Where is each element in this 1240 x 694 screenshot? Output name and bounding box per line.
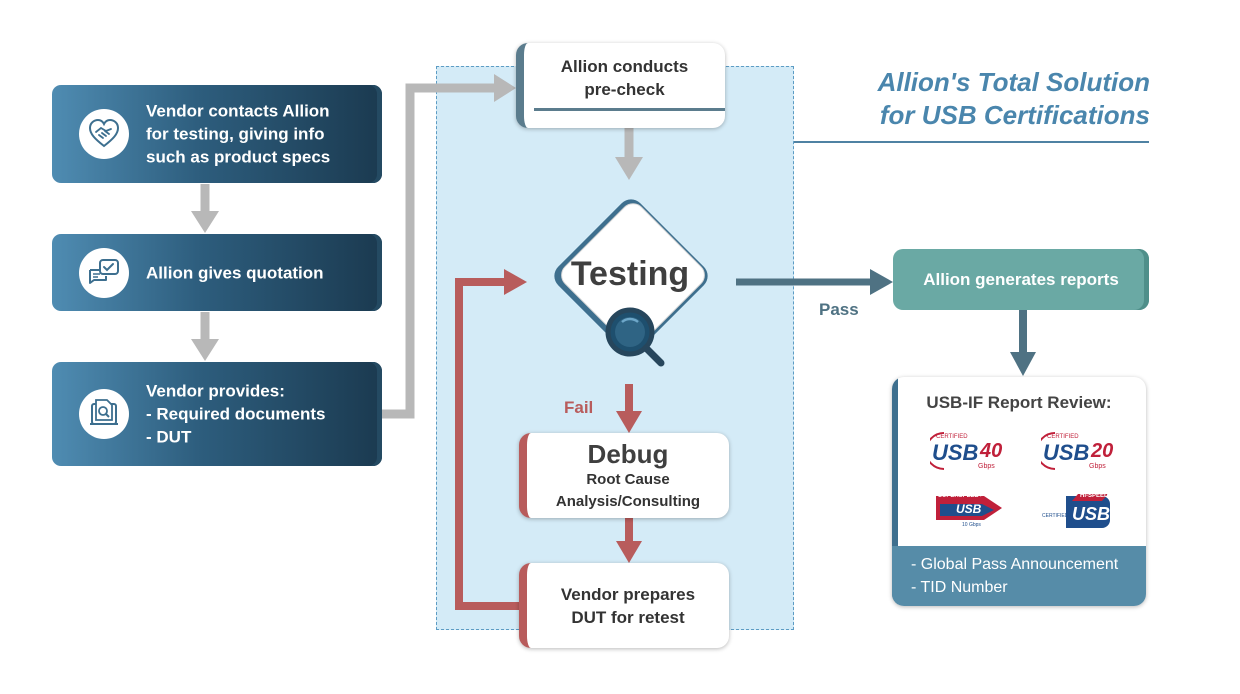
title-underline bbox=[794, 141, 1149, 143]
arrowhead-precheck-to-testing bbox=[615, 157, 643, 180]
arrow-retest-loop bbox=[455, 278, 520, 610]
quotation-label: Allion gives quotation bbox=[146, 263, 324, 282]
title-line-1: Allion's Total Solution bbox=[877, 67, 1150, 97]
arrowhead-retest-loop bbox=[504, 269, 527, 295]
document-search-icon bbox=[79, 389, 129, 439]
pass-label: Pass bbox=[819, 300, 859, 319]
chat-check-icon bbox=[79, 247, 129, 298]
superspeed-unit: 10 Gbps bbox=[962, 522, 981, 528]
vendor-provides-line-1: Vendor provides: bbox=[146, 381, 285, 401]
step-vendor-contacts: Vendor contacts Allion for testing, givi… bbox=[52, 85, 382, 183]
arrowhead-reports-to-review bbox=[1010, 352, 1036, 376]
review-left-accent bbox=[892, 377, 898, 606]
arrowhead-testing-to-debug bbox=[616, 411, 642, 433]
title-line-2: for USB Certifications bbox=[879, 100, 1150, 130]
usb40-num: 40 bbox=[980, 440, 1003, 462]
precheck-divider bbox=[534, 108, 725, 111]
hispeed-usb-logo: HI-SPEED CERTIFIED USB bbox=[1042, 492, 1120, 532]
usb20-top: CERTIFIED bbox=[1047, 434, 1079, 440]
arrowhead-provide-to-precheck bbox=[494, 74, 516, 102]
usb20-num: 20 bbox=[1091, 440, 1114, 462]
step-retest: Vendor prepares DUT for retest bbox=[519, 563, 729, 648]
testing-label: Testing bbox=[570, 255, 690, 293]
superspeed-top: SUPERSPEED+ bbox=[938, 493, 983, 499]
usb20-logo: CERTIFIED USB 20 Gbps bbox=[1036, 429, 1129, 473]
vendor-contacts-line-1: Vendor contacts Allion bbox=[146, 101, 330, 121]
review-item-2: - TID Number bbox=[911, 579, 1008, 596]
usb40-top: CERTIFIED bbox=[936, 434, 968, 440]
arrow-provide-to-precheck bbox=[382, 83, 496, 419]
usb40-unit: Gbps bbox=[978, 463, 995, 470]
hispeed-main: USB bbox=[1072, 504, 1111, 524]
superspeed-main: USB bbox=[956, 502, 982, 516]
precheck-line-1: Allion conducts bbox=[560, 57, 689, 76]
arrowhead-debug-to-retest bbox=[616, 541, 642, 563]
vendor-contacts-line-2: for testing, giving info bbox=[146, 124, 325, 144]
vendor-contacts-line-3: such as product specs bbox=[146, 147, 331, 167]
handshake-icon bbox=[79, 109, 129, 159]
review-footer: - Global Pass Announcement - TID Number bbox=[892, 546, 1146, 606]
magnifier-icon bbox=[605, 307, 665, 367]
diagram-title: Allion's Total Solution for USB Certific… bbox=[800, 66, 1150, 132]
retest-line-1: Vendor prepares bbox=[560, 585, 696, 604]
step-vendor-provides: Vendor provides: - Required documents - … bbox=[52, 362, 382, 466]
review-item-1: - Global Pass Announcement bbox=[911, 556, 1119, 573]
usb40-main: USB bbox=[932, 440, 979, 465]
retest-line-2: DUT for retest bbox=[571, 608, 685, 627]
vendor-provides-line-2: - Required documents bbox=[146, 404, 326, 424]
usb20-main: USB bbox=[1043, 440, 1090, 465]
usb40-logo: CERTIFIED USB 40 Gbps bbox=[925, 429, 1018, 473]
hispeed-left: CERTIFIED bbox=[1042, 513, 1069, 519]
precheck-line-2: pre-check bbox=[584, 80, 665, 99]
arrowhead-contact-to-quote bbox=[191, 211, 219, 233]
debug-title: Debug bbox=[587, 439, 669, 469]
step-quotation: Allion gives quotation bbox=[52, 234, 382, 311]
step-reports: Allion generates reports bbox=[893, 249, 1149, 310]
vendor-provides-line-3: - DUT bbox=[146, 427, 192, 447]
step-debug: Debug Root Cause Analysis/Consulting bbox=[519, 433, 729, 518]
review-title: USB-IF Report Review: bbox=[926, 393, 1112, 412]
arrowhead-testing-to-reports bbox=[870, 269, 893, 295]
usb20-unit: Gbps bbox=[1089, 463, 1106, 470]
hispeed-top: HI-SPEED bbox=[1080, 493, 1109, 499]
reports-label: Allion generates reports bbox=[923, 269, 1119, 289]
debug-line-1: Root Cause bbox=[586, 471, 670, 488]
debug-line-2: Analysis/Consulting bbox=[555, 493, 701, 510]
step-review: USB-IF Report Review: CERTIFIED USB 40 G… bbox=[892, 377, 1146, 606]
superspeed-usb-logo: SUPERSPEED+ USB 10 Gbps bbox=[934, 492, 1006, 532]
step-precheck: Allion conducts pre-check bbox=[516, 43, 725, 128]
arrowhead-quote-to-provide bbox=[191, 339, 219, 361]
fail-label: Fail bbox=[564, 398, 594, 417]
testing-diamond bbox=[554, 199, 708, 353]
